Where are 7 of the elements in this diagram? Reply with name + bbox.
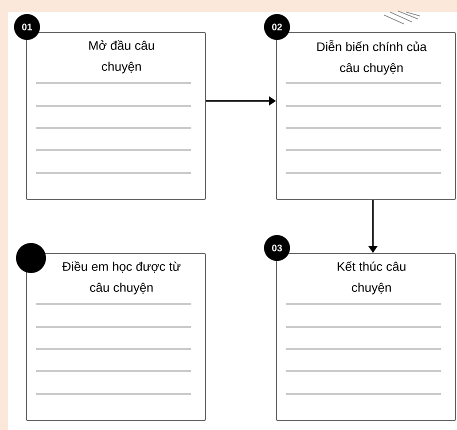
number-badge: 03 — [264, 235, 290, 261]
number-badge: 02 — [264, 14, 290, 40]
text-box: Mở đầu câu chuyện — [26, 32, 206, 200]
text-box: Diễn biến chính của câu chuyện — [276, 32, 456, 200]
text-box: Điều em học được từ câu chuyện — [26, 253, 206, 421]
text-box: Kết thúc câu chuyện — [276, 253, 456, 421]
number-badge: 01 — [14, 14, 40, 40]
